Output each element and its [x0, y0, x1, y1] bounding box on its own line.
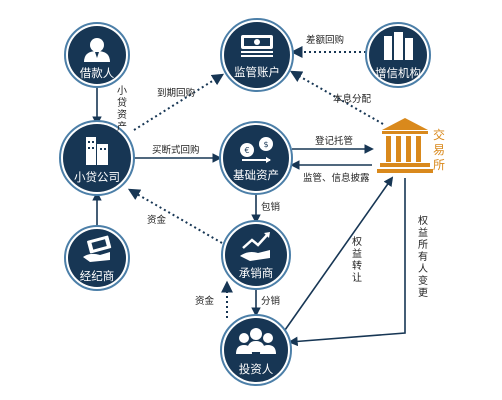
buildings-icon	[384, 32, 413, 60]
node-investor: 投资人	[220, 314, 292, 386]
label-buyout-repurchase: 买断式回购	[152, 144, 200, 156]
label-ownership-change-6: 变	[418, 274, 428, 287]
node-broker: 经纪商	[64, 225, 130, 291]
people-group-icon	[236, 328, 276, 354]
node-microloan-company-label: 小贷公司	[74, 170, 120, 184]
currency-exchange-icon: € $	[240, 137, 273, 163]
node-underwriter: 承销商	[221, 220, 291, 290]
label-microloan-asset-4: 产	[117, 120, 127, 133]
node-exchange-label-1: 交	[433, 127, 445, 142]
label-principal-interest: 本息分配	[333, 93, 372, 105]
label-register-custody: 登记托管	[315, 135, 353, 147]
node-exchange-label-2: 易	[433, 143, 445, 157]
node-broker-label: 经纪商	[80, 269, 115, 283]
exchange-building-icon	[377, 118, 433, 173]
label-rights-transfer-2: 益	[352, 247, 362, 260]
label-underwrite: 包销	[261, 201, 281, 213]
label-ownership-change-2: 益	[418, 226, 428, 239]
label-microloan-asset-3: 资	[117, 109, 127, 121]
label-due-repurchase: 到期回购	[157, 87, 195, 99]
label-rights-transfer-3: 转	[352, 259, 362, 272]
label-ownership-change-5: 人	[418, 263, 428, 275]
person-icon	[84, 38, 110, 62]
node-underlying-asset-label: 基础资产	[233, 168, 279, 182]
edge-underwriter-microloan	[127, 188, 223, 244]
label-microloan-asset-2: 贷	[117, 96, 127, 109]
label-ownership-change-7: 更	[418, 287, 428, 299]
node-underlying-asset: € $ 基础资产	[219, 121, 293, 195]
node-regulated-account-label: 监管账户	[234, 65, 280, 79]
svg-text:€: €	[244, 146, 249, 155]
edge-exchange-investor	[288, 178, 406, 347]
node-investor-label: 投资人	[239, 362, 274, 376]
label-ownership-change-3: 所	[418, 239, 428, 251]
node-credit-agency: 增信机构	[365, 22, 431, 88]
label-rights-transfer-4: 让	[352, 272, 362, 284]
node-regulated-account: 监管账户	[220, 18, 294, 92]
label-rights-transfer-1: 权	[352, 235, 362, 248]
label-ownership-change-4: 有	[418, 250, 428, 263]
edge-microloan-regulated	[133, 73, 225, 131]
svg-text:$: $	[263, 140, 268, 149]
label-microloan-asset-1: 小	[117, 85, 127, 97]
node-exchange: 交 易 所	[377, 118, 445, 173]
node-borrower-label: 借款人	[80, 66, 115, 80]
label-funds-1: 资金	[147, 214, 167, 226]
label-funds-2: 资金	[195, 295, 215, 307]
office-building-icon	[86, 137, 108, 165]
edge-investor-exchange	[284, 176, 394, 331]
node-underwriter-label: 承销商	[239, 266, 274, 280]
cash-stack-icon	[241, 35, 273, 57]
node-borrower: 借款人	[64, 22, 130, 88]
node-credit-agency-label: 增信机构	[375, 66, 421, 80]
money-hand-icon	[83, 235, 112, 262]
label-ownership-change-1: 权	[418, 214, 428, 227]
growth-hand-icon	[240, 232, 270, 261]
label-supervise-disclose: 监管、信息披露	[303, 172, 370, 184]
label-distribute: 分销	[261, 295, 281, 307]
label-shortfall-repurchase: 差额回购	[306, 34, 344, 46]
node-exchange-label-3: 所	[433, 158, 445, 172]
node-microloan-company: 小贷公司	[59, 120, 135, 196]
